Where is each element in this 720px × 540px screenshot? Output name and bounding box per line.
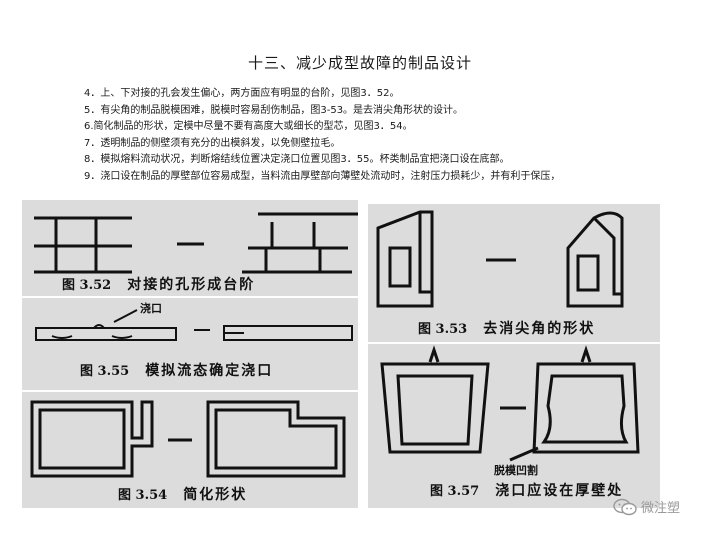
figure-3-55-drawing — [35, 309, 353, 341]
figure-number: 图 3.57 — [430, 484, 480, 499]
wechat-icon — [613, 498, 637, 515]
figure-3-52-caption: 图 3.52 对接的孔形成台阶 — [62, 274, 255, 294]
guideline-item-5: 5．有尖角的制品脱模困难，脱模时容易刮伤制品，图3-53。是去消尖角形状的设计。 — [84, 104, 464, 116]
figure-3-57-caption: 图 3.57 浇口应设在厚壁处 — [430, 480, 623, 500]
figure-3-53-drawing — [376, 210, 624, 308]
figure-3-54-drawing — [30, 400, 346, 478]
figure-title: 浇口应设在厚壁处 — [495, 483, 624, 499]
guideline-list: 4．上、下对接的孔会发生偏心，两方面应有明显的台阶，见图3．52。 5．有尖角的… — [84, 86, 704, 185]
guideline-item-7: 7．透明制品的侧壁须有充分的出模斜发，以免侧壁拉毛。 — [84, 137, 341, 149]
guideline-item-8: 8．模拟熔料流动状况，判断熔结线位置决定浇口位置见图3．55。杯类制品宜把浇口设… — [84, 154, 510, 165]
figure-3-55-callout: 浇口 — [140, 302, 162, 315]
figure-title: 去消尖角的形状 — [483, 321, 596, 337]
figure-title: 对接的孔形成台阶 — [127, 277, 256, 293]
figure-number: 图 3.53 — [418, 322, 468, 337]
figure-number: 图 3.54 — [118, 488, 168, 503]
figure-3-53-caption: 图 3.53 去消尖角的形状 — [418, 318, 595, 338]
figure-title: 模拟流态确定浇口 — [145, 363, 274, 379]
guideline-item-6: 6.简化制品的形状，定模中尽量不要有高度大或细长的型芯，见图3．54。 — [84, 121, 413, 132]
figure-title: 简化形状 — [183, 487, 248, 503]
guideline-item-4: 4．上、下对接的孔会发生偏心，两方面应有明显的台阶，见图3．52。 — [84, 88, 400, 99]
watermark: 微注塑 — [613, 497, 680, 516]
guideline-item-9: 9．浇口设在制品的厚壁部位容易成型，当料流由厚壁部向薄壁处流动时，注射压力损耗少… — [84, 170, 561, 182]
watermark-text: 微注塑 — [641, 501, 681, 516]
figure-3-52-drawing — [34, 212, 358, 274]
figure-3-57-drawing — [380, 345, 640, 462]
page-title: 十三、减少成型故障的制品设计 — [247, 54, 472, 72]
figure-3-53: 图 3.53 去消尖角的形状 — [368, 204, 660, 342]
figure-3-52: 图 3.52 对接的孔形成台阶 — [22, 200, 358, 296]
figure-3-55: 浇口 图 3.55 模拟流态确定浇口 — [22, 298, 358, 390]
figure-3-57: 脱模凹割 图 3.57 浇口应设在厚壁处 — [368, 344, 660, 508]
figure-3-55-caption: 图 3.55 模拟流态确定浇口 — [80, 360, 273, 380]
figure-number: 图 3.52 — [62, 278, 112, 293]
figure-3-57-callout: 脱模凹割 — [494, 464, 538, 477]
figure-3-54-caption: 图 3.54 简化形状 — [118, 484, 247, 504]
figure-number: 图 3.55 — [80, 364, 130, 379]
figure-3-54: 图 3.54 简化形状 — [22, 392, 358, 508]
